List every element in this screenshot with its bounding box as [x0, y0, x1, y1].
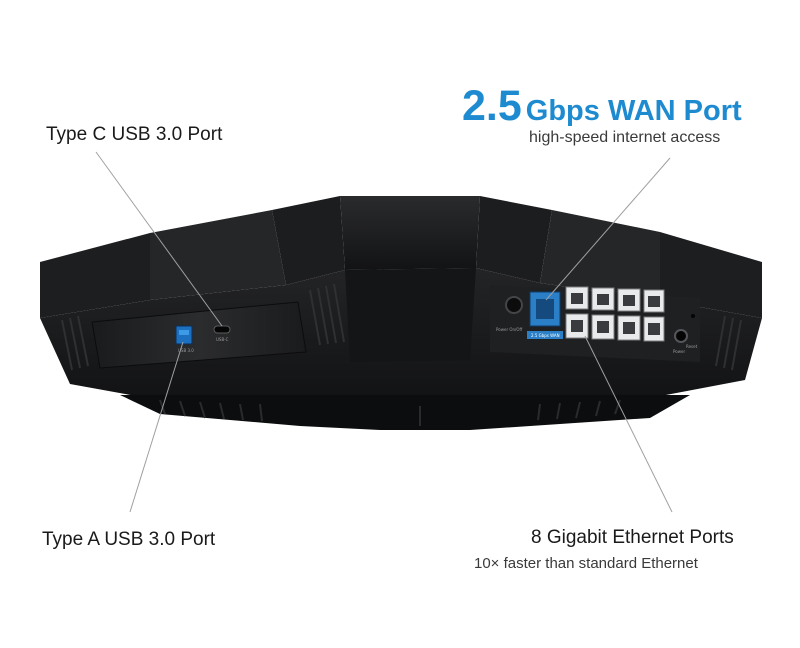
leader-type-a: [129, 341, 184, 513]
power-marking: Power On/Off: [496, 327, 523, 332]
usb-a-marking: USB 3.0: [178, 348, 194, 353]
type-a-label: Type A USB 3.0 Port: [42, 529, 216, 550]
usb-c-port: [213, 325, 231, 334]
reset-hole: [691, 314, 695, 318]
wan-speed: 2.5: [462, 82, 522, 130]
lan-ports: [565, 286, 665, 342]
usb-c-marking: USB-C: [216, 337, 229, 342]
power-jack: [674, 329, 688, 343]
wan-subtitle: high-speed internet access: [529, 129, 721, 146]
power-button: [505, 296, 523, 314]
leader-type-c: [95, 151, 223, 327]
type-c-label: Type C USB 3.0 Port: [46, 124, 223, 145]
router-top-fins: [40, 196, 762, 318]
leader-ethernet: [584, 335, 673, 513]
leader-lines: [95, 151, 673, 513]
power-jack-marking: Power: [673, 349, 685, 354]
port-panel: [490, 285, 700, 362]
wan-marking: 2.5 Gbps WAN: [531, 333, 560, 338]
usb-panel: [91, 301, 307, 369]
leader-wan: [545, 157, 671, 301]
wan-label: Gbps WAN Port: [525, 95, 742, 127]
ethernet-label: 8 Gigabit Ethernet Ports: [531, 527, 734, 548]
ethernet-subtitle: 10× faster than standard Ethernet: [474, 555, 698, 572]
reset-marking: Reset: [686, 344, 698, 349]
